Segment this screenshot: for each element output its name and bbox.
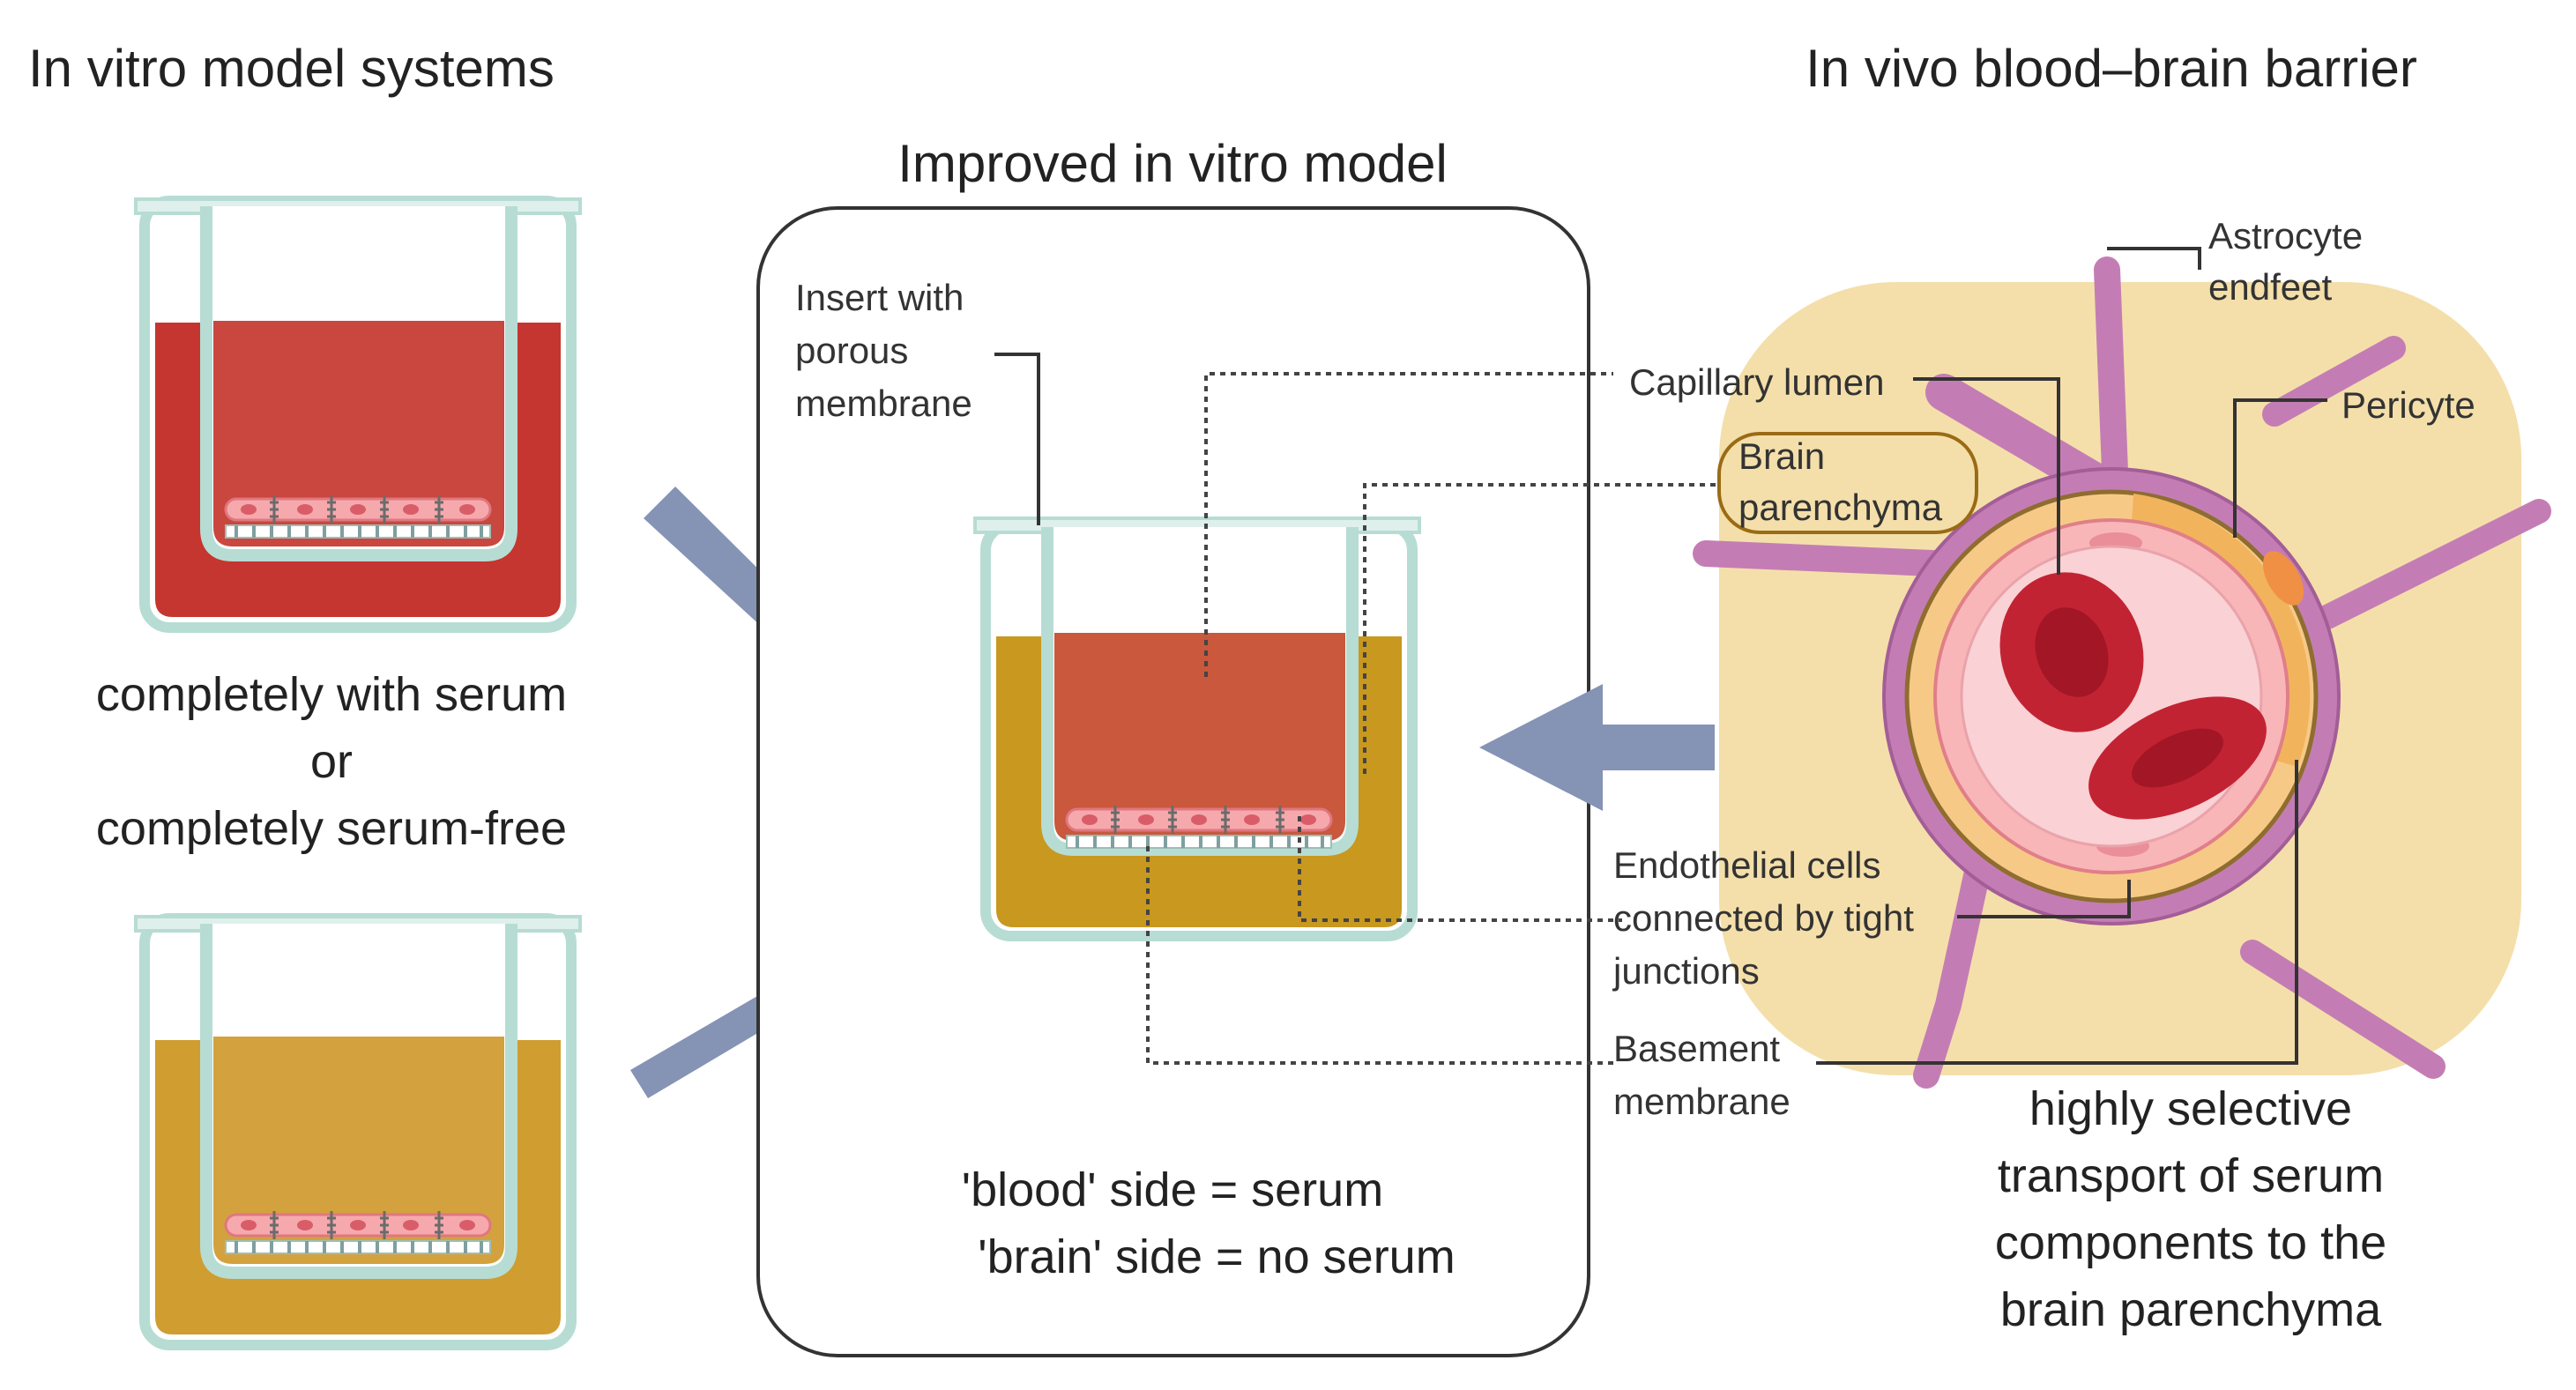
right-caption-line1: highly selective <box>2029 1082 2352 1135</box>
endothelial-label-line1: Endothelial cells <box>1613 844 1881 886</box>
insert-leader-line <box>994 353 1040 525</box>
left-caption-line3: completely serum-free <box>96 802 567 855</box>
basement-label-line2: membrane <box>1613 1081 1791 1122</box>
arrow-from-in-vivo <box>1479 684 1715 811</box>
insert-label-line3: membrane <box>795 383 972 424</box>
astrocyte-label-line2: endfeet <box>2208 266 2332 308</box>
center-caption-line1: 'blood' side = serum <box>962 1163 1383 1216</box>
right-caption-line3: components to the <box>1995 1216 2386 1269</box>
center-caption-line2: 'brain' side = no serum <box>978 1230 1455 1283</box>
astrocyte-label-line1: Astrocyte <box>2208 215 2363 256</box>
title-center: Improved in vitro model <box>897 134 1448 193</box>
left-caption-line1: completely with serum <box>96 668 567 721</box>
dotted-leaders <box>1146 372 1719 1065</box>
insert-label-line1: Insert with <box>795 277 964 318</box>
in-vivo-leaders <box>1816 247 2327 1065</box>
brain-parenchyma-box <box>1717 432 1978 534</box>
title-right: In vivo blood–brain barrier <box>1805 39 2417 98</box>
basement-label-line1: Basement <box>1613 1028 1780 1069</box>
capillary-lumen-label: Capillary lumen <box>1629 361 1884 403</box>
title-left: In vitro model systems <box>28 39 555 98</box>
endothelial-label-line2: connected by tight <box>1613 897 1914 939</box>
left-caption-line2: or <box>310 735 353 788</box>
transwell-serum-free <box>134 913 582 1350</box>
insert-label-line2: porous <box>795 330 908 371</box>
right-caption-line4: brain parenchyma <box>2000 1283 2382 1336</box>
right-caption-line2: transport of serum <box>1998 1149 2384 1202</box>
pericyte-label: Pericyte <box>2341 384 2475 426</box>
brain-parenchyma-label-line1: Brain <box>1738 435 1825 477</box>
transwell-improved <box>973 517 1421 941</box>
endothelial-label-line3: junctions <box>1612 950 1760 992</box>
transwell-with-serum <box>134 196 582 633</box>
brain-parenchyma-label-line2: parenchyma <box>1738 487 1943 528</box>
